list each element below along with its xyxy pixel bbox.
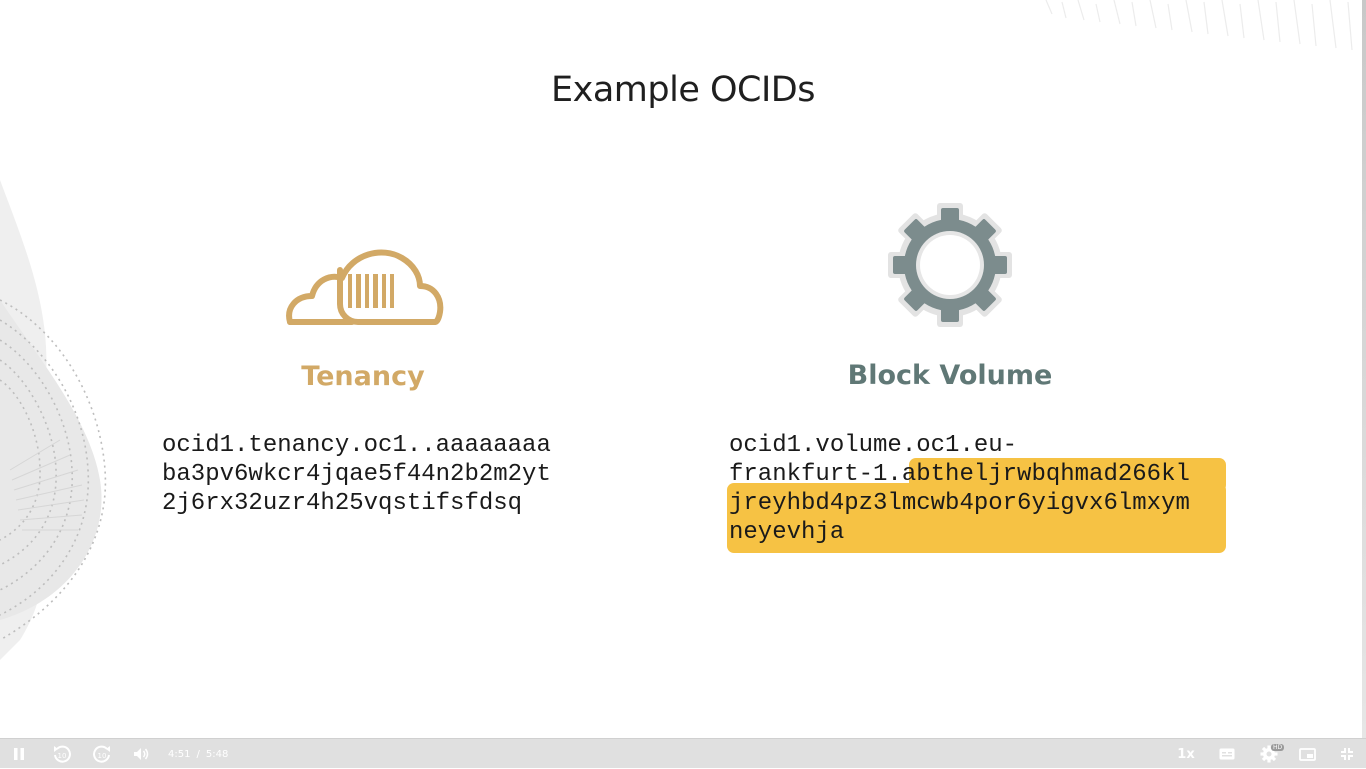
picture-in-picture-icon [1298,747,1316,761]
cloud-barcode-icon [286,249,444,325]
volume-ocid-line: frankfurt-1.abtheljrwbqhmad266kl [729,461,1190,488]
ocid-highlight [727,483,1226,553]
playback-speed: 1x [1177,746,1195,762]
speaker-icon [134,748,149,760]
volume-ocid-line: neyevhja [729,519,845,546]
pause-icon [14,748,24,760]
volume-ocid-line: jreyhbd4pz3lmcwb4por6yigvx6lmxym [729,490,1190,517]
time-separator: / [196,748,200,760]
tenancy-ocid-line: ocid1.tenancy.oc1..aaaaaaaa [162,432,551,459]
duration: 5:48 [205,748,229,760]
volume-ocid-line: ocid1.volume.oc1.eu- [729,432,1018,459]
gear-icon [888,203,1012,327]
volume-button[interactable] [128,739,154,769]
picture-in-picture-button[interactable] [1294,739,1320,769]
fullscreen-exit-icon [1341,748,1353,760]
hd-badge: HD [1271,744,1285,751]
captions-icon [1219,748,1235,760]
block-volume-label: Block Volume [847,360,1053,391]
pause-button[interactable] [6,739,32,769]
svg-text:10: 10 [98,752,107,760]
video-control-bar: 10 10 4:51 / 5:48 1x [0,738,1366,768]
slide-title: Example OCIDs [551,70,815,110]
current-time: 4:51 [168,748,191,760]
forward-10-button[interactable]: 10 [88,739,116,769]
settings-button[interactable]: HD [1252,739,1286,769]
tenancy-ocid: ocid1.tenancy.oc1..aaaaaaaa ba3pv6wkcr4j… [162,431,551,518]
svg-text:10: 10 [58,752,67,760]
playback-time: 4:51 / 5:48 [168,739,228,769]
slide-stage: Example OCIDs [0,0,1366,738]
forward-10-icon: 10 [93,745,110,763]
playback-speed-button[interactable]: 1x [1172,739,1200,769]
tenancy-label: Tenancy [301,361,425,392]
rewind-10-icon: 10 [54,745,71,763]
tenancy-ocid-line: ba3pv6wkcr4jqae5f44n2b2m2yt [162,461,551,488]
block-volume-ocid: ocid1.volume.oc1.eu- frankfurt-1.abthelj… [729,431,1190,547]
fullscreen-button[interactable] [1334,739,1360,769]
slide-right-edge [1362,0,1366,738]
tenancy-ocid-line: 2j6rx32uzr4h25vqstifsfdsq [162,490,523,517]
captions-button[interactable] [1214,739,1240,769]
decorative-pattern-top [1045,0,1353,51]
decorative-pattern-left [0,180,107,660]
rewind-10-button[interactable]: 10 [48,739,76,769]
